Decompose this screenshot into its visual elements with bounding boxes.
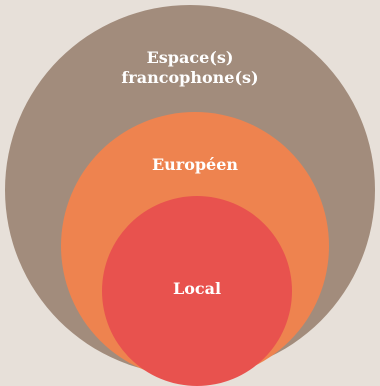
middle-circle-label: Européen <box>151 155 239 174</box>
outer-circle-label-line2: francophone(s) <box>121 68 259 87</box>
inner-circle-label: Local <box>172 279 222 298</box>
inner-circle-local: Local <box>102 196 292 386</box>
outer-circle-label-line1: Espace(s) <box>146 48 234 67</box>
outer-circle-label: Espace(s) francophone(s) <box>5 48 375 88</box>
